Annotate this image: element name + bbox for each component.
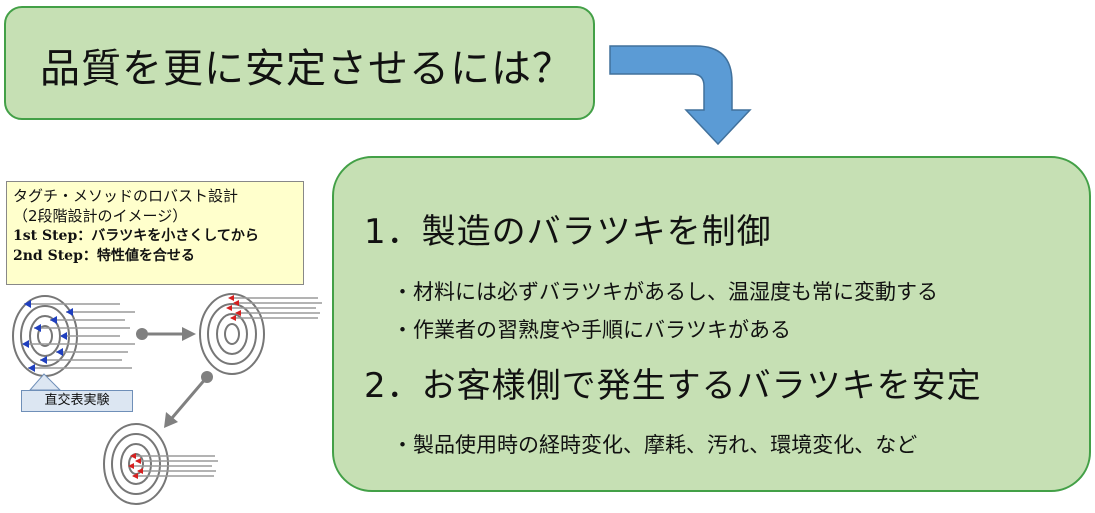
- target-scattered: [12, 295, 135, 377]
- taguchi-step2: 2nd Step：特性値を合せる: [13, 248, 195, 264]
- orthogonal-array-label: 直交表実験: [21, 390, 133, 412]
- target-diagram: [12, 293, 322, 505]
- target-clustered-offset: [199, 293, 322, 375]
- section2-bullet-1: ・製品使用時の経時変化、摩耗、汚れ、環境変化、など: [392, 433, 918, 457]
- section1-bullet-2: ・作業者の習熟度や手順にバラツキがある: [392, 318, 791, 342]
- main-content-box: 1．製造のバラツキを制御 ・材料には必ずバラツキがあるし、温湿度も常に変動する …: [332, 156, 1091, 492]
- section2-heading: 2．お客様側で発生するバラツキを安定: [364, 366, 982, 406]
- taguchi-title: タグチ・メソッドのロバスト設計: [13, 187, 239, 205]
- title-box: 品質を更に安定させるには？: [4, 6, 595, 120]
- callout-pointer: [28, 373, 62, 391]
- taguchi-note: タグチ・メソッドのロバスト設計 （2段階設計のイメージ） 1st Step：バラ…: [6, 181, 304, 285]
- step-arrow-down-left: [164, 371, 213, 428]
- bent-arrow-icon: [609, 45, 752, 146]
- target-clustered-centered: [103, 423, 218, 505]
- page-title: 品質を更に安定させるには？: [40, 46, 573, 92]
- taguchi-step1: 1st Step：バラツキを小さくしてから: [13, 228, 259, 244]
- taguchi-subtitle: （2段階設計のイメージ）: [13, 207, 188, 225]
- step-arrow-right: [136, 327, 196, 341]
- section1-heading: 1．製造のバラツキを制御: [364, 212, 772, 252]
- section1-bullet-1: ・材料には必ずバラツキがあるし、温湿度も常に変動する: [392, 280, 938, 304]
